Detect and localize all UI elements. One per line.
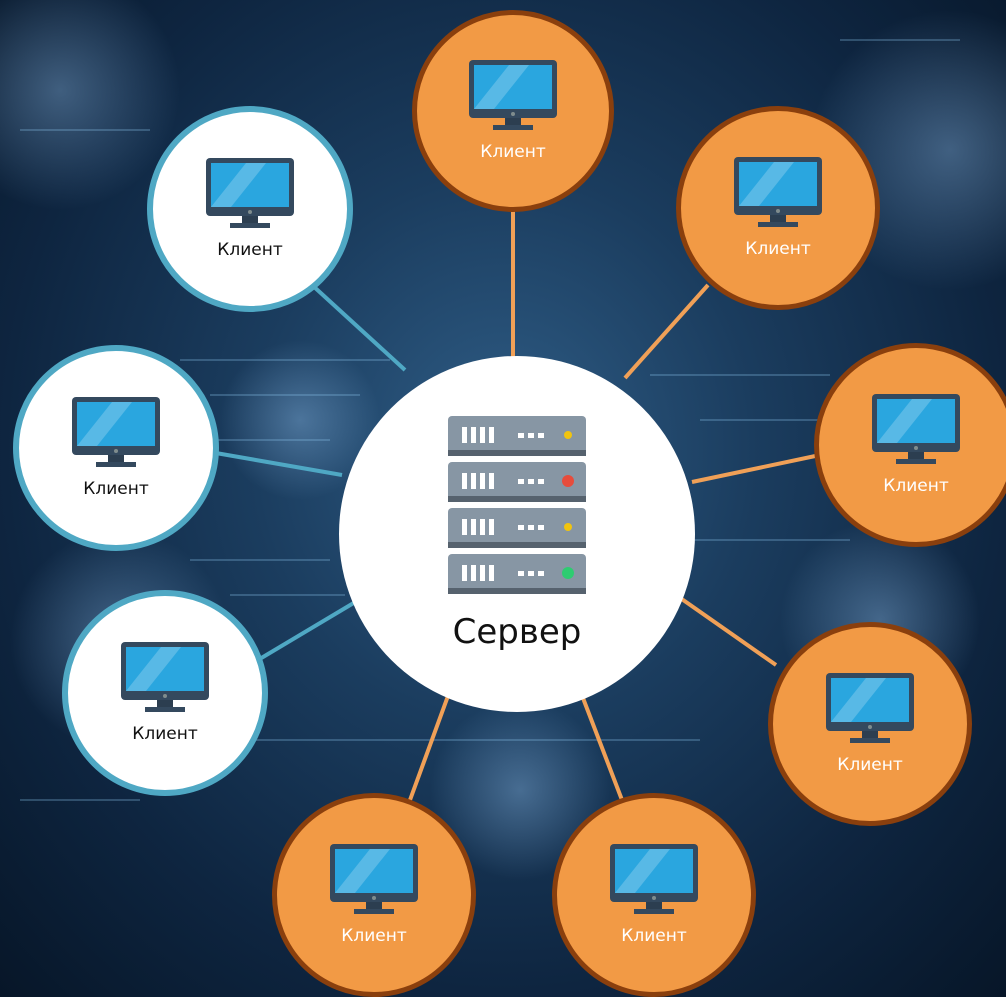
- monitor-icon: [121, 642, 209, 712]
- client-label: Клиент: [480, 142, 546, 162]
- monitor-icon: [469, 60, 557, 130]
- link-client-right: [691, 453, 821, 484]
- client-node-bottom-right[interactable]: Клиент: [768, 622, 972, 826]
- link-client-top-left: [310, 283, 407, 372]
- monitor-icon: [872, 394, 960, 464]
- server-unit: [448, 462, 586, 502]
- server-rack-icon: [448, 416, 586, 594]
- client-node-top-right[interactable]: Клиент: [676, 106, 880, 310]
- client-label: Клиент: [217, 240, 283, 260]
- client-node-bottom-center-left[interactable]: Клиент: [272, 793, 476, 997]
- client-label: Клиент: [83, 479, 149, 499]
- client-node-top[interactable]: Клиент: [412, 10, 614, 212]
- link-client-left: [209, 450, 343, 477]
- client-node-right[interactable]: Клиент: [814, 343, 1006, 547]
- monitor-icon: [826, 673, 914, 743]
- monitor-icon: [206, 158, 294, 228]
- client-label: Клиент: [132, 724, 198, 744]
- monitor-icon: [72, 397, 160, 467]
- server-node[interactable]: Сервер: [339, 356, 695, 712]
- link-client-bottom-center-left: [408, 684, 454, 801]
- server-label: Сервер: [452, 612, 582, 652]
- monitor-icon: [734, 157, 822, 227]
- monitor-icon: [610, 844, 698, 914]
- link-client-top-right: [623, 283, 710, 380]
- client-label: Клиент: [837, 755, 903, 775]
- server-unit: [448, 508, 586, 548]
- client-label: Клиент: [341, 926, 407, 946]
- client-node-bottom-center-right[interactable]: Клиент: [552, 793, 756, 997]
- client-node-top-left[interactable]: Клиент: [147, 106, 353, 312]
- client-node-left-lower[interactable]: Клиент: [62, 590, 268, 796]
- monitor-icon: [330, 844, 418, 914]
- client-node-left[interactable]: Клиент: [13, 345, 219, 551]
- server-unit: [448, 554, 586, 594]
- client-label: Клиент: [883, 476, 949, 496]
- server-unit: [448, 416, 586, 456]
- link-client-bottom-center-right: [576, 684, 624, 801]
- link-client-bottom-right: [674, 593, 778, 667]
- client-label: Клиент: [745, 239, 811, 259]
- link-client-left-lower: [256, 596, 364, 662]
- client-label: Клиент: [621, 926, 687, 946]
